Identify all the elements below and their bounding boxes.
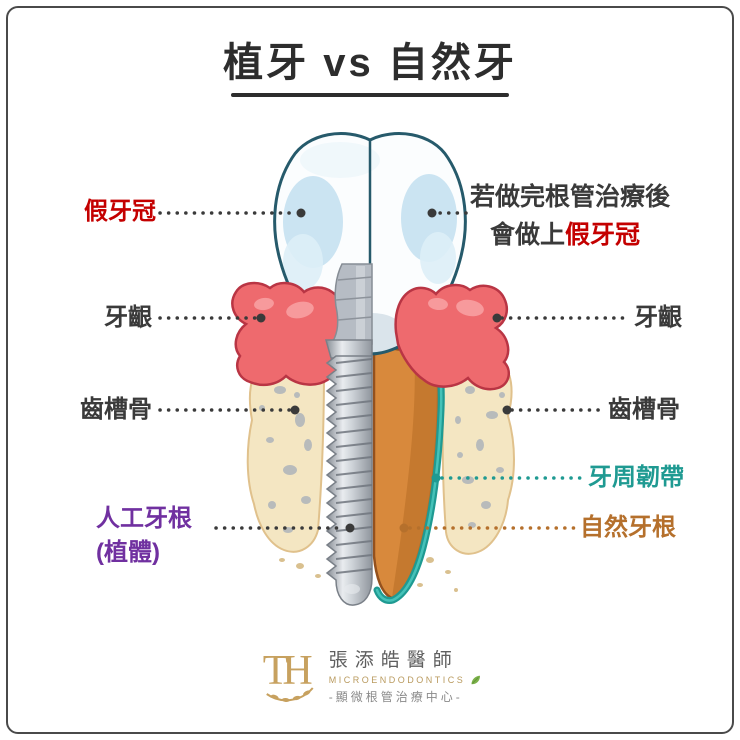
- leader-bone-left: [158, 405, 300, 415]
- clinic-name-zh: -顯微根管治療中心-: [328, 690, 463, 704]
- implant-abutment: [329, 263, 373, 345]
- note-fake-crown: 假牙冠: [565, 221, 641, 249]
- label-natural-root: 自然牙根: [580, 514, 676, 541]
- clinic-logo: TH 張添皓醫師 MICROENDODONTICS -顯微根管治療中心-: [259, 644, 482, 706]
- label-gum-right: 牙齦: [634, 304, 682, 331]
- gum-right: [394, 283, 511, 391]
- label-bone-right: 齒槽骨: [608, 396, 680, 423]
- label-implant-root: 人工牙根: [96, 505, 192, 532]
- leader-gum-left: [158, 313, 266, 323]
- label-periodontal-ligament: 牙周韌帶: [588, 464, 684, 491]
- leader-implant-root: [214, 523, 355, 533]
- leader-crown-right: [427, 208, 468, 218]
- th-monogram: TH: [263, 648, 318, 703]
- page-title: 植牙 vs 自然牙: [223, 41, 517, 85]
- title-underline: [231, 93, 509, 97]
- label-root-canal-note-line2: 會做上假牙冠: [490, 221, 641, 250]
- natural-root-shape: [372, 339, 440, 600]
- periodontal-ligament-band: [373, 342, 445, 604]
- label-bone-left: 齒槽骨: [80, 396, 152, 423]
- leader-bone-right: [502, 405, 606, 415]
- leader-natural-root: [399, 523, 576, 533]
- label-gum-left: 牙齦: [104, 304, 152, 331]
- clinic-name-en: MICROENDODONTICS: [329, 674, 482, 686]
- note-prefix: 會做上: [490, 221, 566, 249]
- label-root-canal-note-line1: 若做完根管治療後: [470, 183, 671, 211]
- gum-left: [231, 281, 350, 387]
- leaf-icon: [470, 675, 480, 685]
- clinic-logo-text: 張添皓醫師 MICROENDODONTICS -顯微根管治療中心-: [329, 645, 482, 705]
- doctor-name: 張添皓醫師: [328, 650, 459, 671]
- laurel-leaves-icon: [270, 690, 311, 703]
- implant-screw: [325, 355, 373, 606]
- alveolar-bone-left: [246, 348, 326, 578]
- leader-ligament: [431, 473, 584, 483]
- label-fake-crown-left: 假牙冠: [84, 198, 156, 225]
- label-implant-root-sub: (植體): [96, 539, 160, 566]
- leader-crown-left: [158, 208, 306, 218]
- leader-gum-right: [492, 313, 630, 323]
- svg-text:TH: TH: [263, 648, 313, 694]
